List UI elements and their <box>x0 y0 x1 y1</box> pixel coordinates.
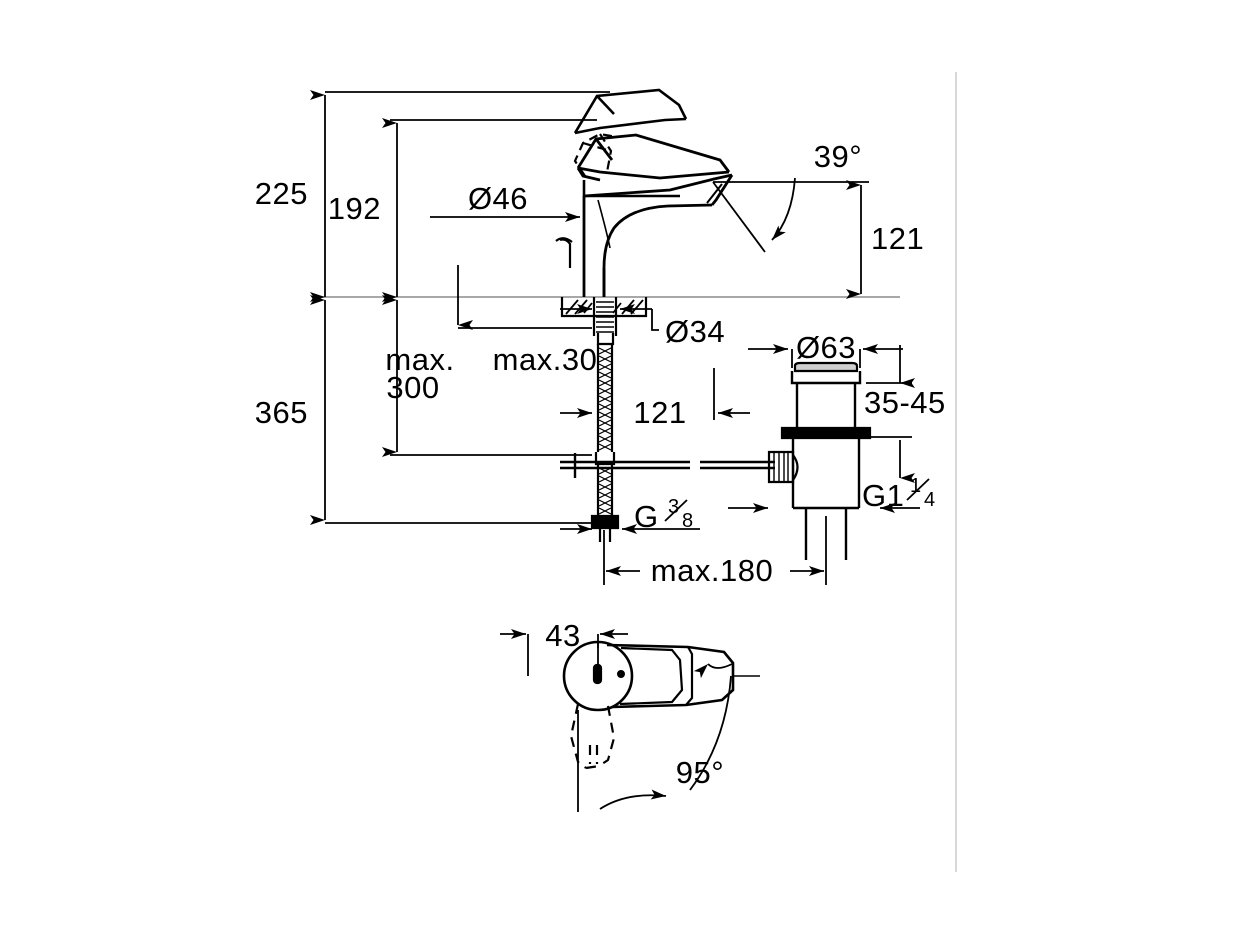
dim-d63-label: Ø63 <box>796 330 856 365</box>
dimension-d63: Ø63 <box>748 330 903 368</box>
dim-365-label: 365 <box>255 395 308 430</box>
hose-lower-braid <box>598 467 612 515</box>
dim-95-leg-curve <box>689 675 732 791</box>
drain-gasket <box>780 426 872 440</box>
dimension-121-vertical: 121 <box>846 180 924 299</box>
plan-view <box>562 640 760 770</box>
dim-39-label: 39° <box>814 139 862 174</box>
dimension-max300: max. 300 <box>382 295 592 457</box>
ball-rod-seat <box>792 454 799 481</box>
dimension-43: 43 <box>500 618 628 678</box>
dim-95-label: 95° <box>676 755 724 790</box>
dim-121v-label: 121 <box>871 221 924 256</box>
g114-label-numerator: 1 <box>910 475 921 497</box>
g38-label-denominator: 8 <box>682 510 693 532</box>
spout-underside <box>602 203 713 297</box>
hose-braid-texture <box>598 347 612 451</box>
plan-pivot-dot <box>617 670 625 678</box>
plan-spout-inner <box>619 646 684 706</box>
hose-coupling <box>594 452 616 466</box>
g114-label-letter: G1 <box>862 478 904 513</box>
deck-mounting-assembly <box>560 297 648 346</box>
lever-handle-raised <box>573 88 688 135</box>
g38-fraction-bar <box>664 499 688 522</box>
dimension-192: 192 <box>328 118 597 302</box>
dim-225-label: 225 <box>255 176 308 211</box>
thread-label-g114: G1 1 4 <box>728 475 935 513</box>
dim-39-arc <box>771 177 796 241</box>
dim-max30-label: max.30 <box>493 342 598 377</box>
dimension-365: 365 <box>255 295 597 525</box>
supply-end-fitting <box>590 514 620 530</box>
drain-flange <box>793 361 859 373</box>
dim-192-label: 192 <box>328 191 381 226</box>
dimension-225: 225 <box>255 90 610 302</box>
body-interior-line <box>597 199 611 249</box>
ball-rod-nut-knurl <box>773 452 789 482</box>
dim-95-arrow-bottom <box>599 789 667 810</box>
dimension-max30: max.30 <box>457 265 598 377</box>
dim-max300-label-line2: 300 <box>386 370 439 405</box>
dim-max300-label-line1: max. <box>385 342 454 377</box>
dim-43-label: 43 <box>545 618 580 653</box>
g114-fraction-bar <box>906 478 930 501</box>
drain-upper-neck <box>790 371 862 385</box>
dim-3545-label: 35-45 <box>864 385 946 420</box>
plan-spout-outline <box>606 643 735 709</box>
dim-d46-label: Ø46 <box>468 181 528 216</box>
dimension-35-45: 35-45 <box>864 345 946 483</box>
plan-spout-joint <box>685 646 694 706</box>
thread-label-g38: G 3 8 <box>560 496 700 534</box>
plan-spout-rotated-ghost <box>569 703 616 770</box>
g38-label-numerator: 3 <box>668 496 679 518</box>
dimension-121-horizontal: 121 <box>560 368 750 430</box>
dimension-d46: Ø46 <box>430 181 580 222</box>
dimension-39deg: 39° <box>712 139 869 253</box>
dim-max180-label: max.180 <box>651 553 773 588</box>
pop-up-lift-rod <box>560 453 775 478</box>
dim-d34-leader <box>651 309 659 331</box>
g38-label-letter: G <box>634 499 659 534</box>
g114-label-denominator: 4 <box>924 489 935 511</box>
dimension-d34: Ø34 <box>560 304 725 349</box>
flexible-supply-hose <box>590 344 620 542</box>
ball-rod-nut <box>767 450 795 484</box>
dimension-95deg: 95° <box>577 663 733 812</box>
lever-handle <box>576 133 731 182</box>
dim-39-angle-leg <box>712 181 766 253</box>
dim-d34-label: Ø34 <box>665 314 725 349</box>
dim-95-arrow-top <box>693 663 733 679</box>
lock-nut <box>596 333 615 346</box>
dimension-max180: max.180 <box>603 516 827 588</box>
spout-outlet-face <box>710 174 734 206</box>
shank-threads <box>596 301 614 333</box>
body-side-detail-2 <box>555 237 573 243</box>
pop-up-waste-assembly <box>767 361 872 560</box>
body-side-detail <box>559 238 572 268</box>
dim-121h-label: 121 <box>633 395 686 430</box>
faucet-elevation <box>555 88 734 297</box>
mounting-washer <box>560 297 648 318</box>
spout-top-edge <box>583 173 733 198</box>
spout-outlet-inner <box>706 183 723 204</box>
